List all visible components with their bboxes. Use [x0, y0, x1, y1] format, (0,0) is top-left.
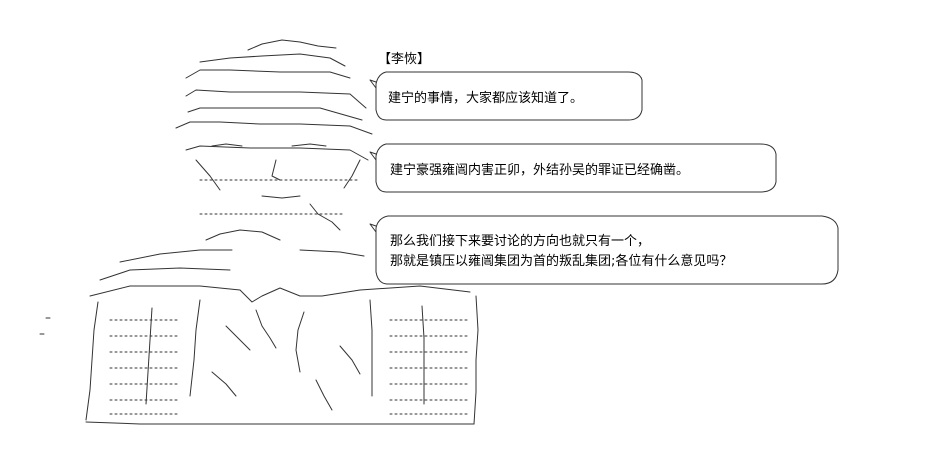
bubble-3-outline [375, 215, 839, 285]
bubble-1-tail [369, 79, 377, 89]
right-eye [291, 143, 327, 147]
robe-right-edge [473, 295, 479, 425]
bubble-3-text-line-2: 那就是镇压以雍闿集团为首的叛乱集团;各位有什么意见吗？ [390, 254, 733, 269]
robe-center [255, 309, 277, 349]
left-eye [211, 143, 243, 147]
nose [271, 159, 281, 181]
hat-outline [247, 39, 337, 51]
bubble-1-text: 建宁的事情，大家都应该知道了。 [388, 91, 584, 106]
beard [309, 203, 341, 231]
bubble-2-text: 建宁豪强雍闿内害正卯，外结孙吴的罪证已经确凿。 [390, 163, 690, 178]
left-shoulder [119, 249, 233, 263]
head-outline [185, 89, 367, 109]
bubble-3-tail [369, 223, 377, 233]
robe-bottom [85, 421, 475, 425]
face-outline [185, 145, 369, 161]
collar [205, 229, 281, 241]
speaker-name: 【李恢】 [378, 52, 431, 67]
bubble-1-outline [375, 71, 643, 121]
right-shoulder [299, 249, 365, 257]
mouth [261, 195, 301, 199]
bubble-2-tail [369, 151, 377, 161]
bubble-2-outline [375, 143, 777, 193]
robe-left-edge [85, 301, 99, 421]
bubble-3-text-line-1: 那么我们接下来要讨论的方向也就只有一个， [390, 234, 651, 249]
